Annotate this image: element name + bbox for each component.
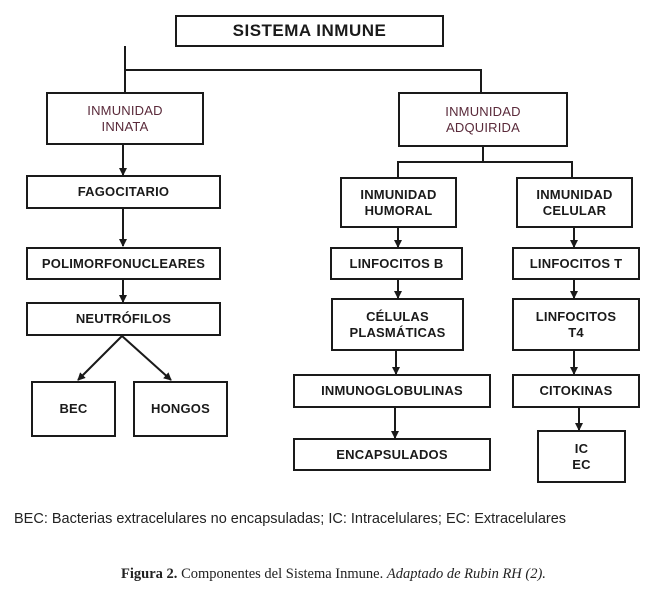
node-linfocitos-b: LINFOCITOS B bbox=[330, 247, 463, 280]
caption-source: Adaptado de Rubin RH (2). bbox=[386, 566, 546, 582]
node-inmunidad-celular: INMUNIDAD CELULAR bbox=[516, 177, 633, 228]
node-neutrofilos: NEUTRÓFILOS bbox=[26, 302, 221, 336]
node-inmunoglobulinas: INMUNOGLOBULINAS bbox=[293, 374, 491, 408]
figure-caption: Figura 2. Componentes del Sistema Inmune… bbox=[0, 566, 667, 583]
node-bec: BEC bbox=[31, 381, 116, 437]
legend-text: BEC: Bacterias extracelulares no encapsu… bbox=[14, 511, 567, 527]
arrow-neutrofilos-bec bbox=[77, 335, 123, 381]
node-encapsulados: ENCAPSULADOS bbox=[293, 438, 491, 471]
node-fagocitario: FAGOCITARIO bbox=[26, 175, 221, 209]
node-celulas-plasmaticas: CÉLULAS PLASMÁTICAS bbox=[331, 298, 464, 351]
node-ic-ec: IC EC bbox=[537, 430, 626, 483]
node-sistema-inmune: SISTEMA INMUNE bbox=[175, 15, 444, 47]
node-linfocitos-t4: LINFOCITOS T4 bbox=[512, 298, 640, 351]
node-inmunidad-innata: INMUNIDAD INNATA bbox=[46, 92, 204, 145]
caption-figure-label: Figura 2. bbox=[121, 566, 178, 582]
node-hongos: HONGOS bbox=[133, 381, 228, 437]
node-inmunidad-adquirida: INMUNIDAD ADQUIRIDA bbox=[398, 92, 568, 147]
node-polimorfonucleares: POLIMORFONUCLEARES bbox=[26, 247, 221, 280]
node-inmunidad-humoral: INMUNIDAD HUMORAL bbox=[340, 177, 457, 228]
caption-text: Componentes del Sistema Inmune. bbox=[177, 566, 387, 582]
arrow-neutrofilos-hongos bbox=[121, 335, 172, 381]
node-citokinas: CITOKINAS bbox=[512, 374, 640, 408]
node-linfocitos-t: LINFOCITOS T bbox=[512, 247, 640, 280]
